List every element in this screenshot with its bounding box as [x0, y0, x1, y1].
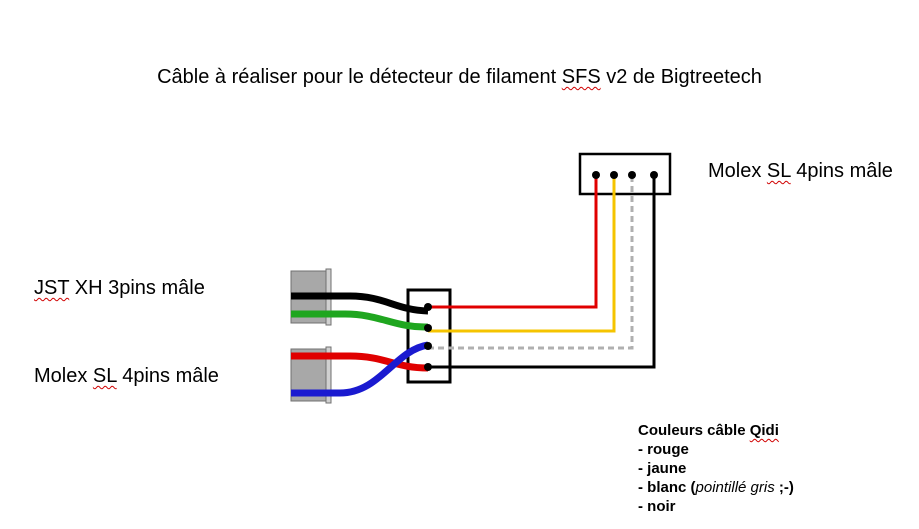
top-pin-3 [628, 171, 636, 179]
title-underlined-word: SFS [561, 66, 601, 88]
diagram-title: Câble à réaliser pour le détecteur de fi… [0, 66, 919, 89]
legend-heading-prefix: Couleurs câble [638, 422, 750, 439]
cable-green-thick [291, 310, 429, 331]
molex-top-label-underlined: SL [766, 160, 791, 182]
central-pin-3 [424, 342, 432, 350]
molex-left-label: Molex SL 4pins mâle [34, 365, 219, 388]
top-pin-2 [610, 171, 618, 179]
legend-heading: Couleurs câble Qidi [638, 421, 794, 440]
title-prefix: Câble à réaliser pour le détecteur de fi… [157, 66, 562, 88]
title-suffix: v2 de Bigtreetech [600, 66, 762, 88]
cable-blue-thick [291, 341, 429, 397]
legend-blanc-prefix: - blanc ( [638, 479, 696, 496]
legend-item-noir: - noir [638, 498, 676, 515]
color-legend: Couleurs câble Qidi - rouge - jaune - bl… [638, 421, 794, 516]
central-pin-4 [424, 363, 432, 371]
molex-left-label-underlined: SL [92, 365, 117, 387]
top-pin-4 [650, 171, 658, 179]
molex-top-label-prefix: Molex [708, 160, 767, 182]
wire-red [428, 175, 598, 309]
molex-top-label-suffix: 4pins mâle [790, 160, 893, 182]
top-pin-1 [592, 171, 600, 179]
jst-label-underlined: JST [34, 277, 70, 299]
molex-left-label-prefix: Molex [34, 365, 93, 387]
legend-heading-underlined: Qidi [749, 422, 779, 439]
molex-left-label-suffix: 4pins mâle [116, 365, 219, 387]
cable-black-thick [291, 292, 429, 315]
central-pin-1 [424, 303, 432, 311]
jst-label-suffix: XH 3pins mâle [69, 277, 205, 299]
central-pin-2 [424, 324, 432, 332]
jst-label: JST XH 3pins mâle [34, 277, 205, 300]
wire-gray-dashed [428, 175, 634, 350]
legend-item-blanc: - blanc (pointillé gris ;-) [638, 478, 794, 497]
legend-item-jaune: - jaune [638, 460, 687, 477]
wire-yellow [428, 175, 616, 333]
legend-blanc-italic: pointillé gris [695, 479, 775, 496]
legend-item-rouge: - rouge [638, 441, 689, 458]
legend-blanc-suffix: ;-) [774, 479, 794, 496]
wire-black [428, 175, 656, 369]
cable-red-thick [291, 352, 429, 372]
molex-top-label: Molex SL 4pins mâle [708, 160, 893, 183]
